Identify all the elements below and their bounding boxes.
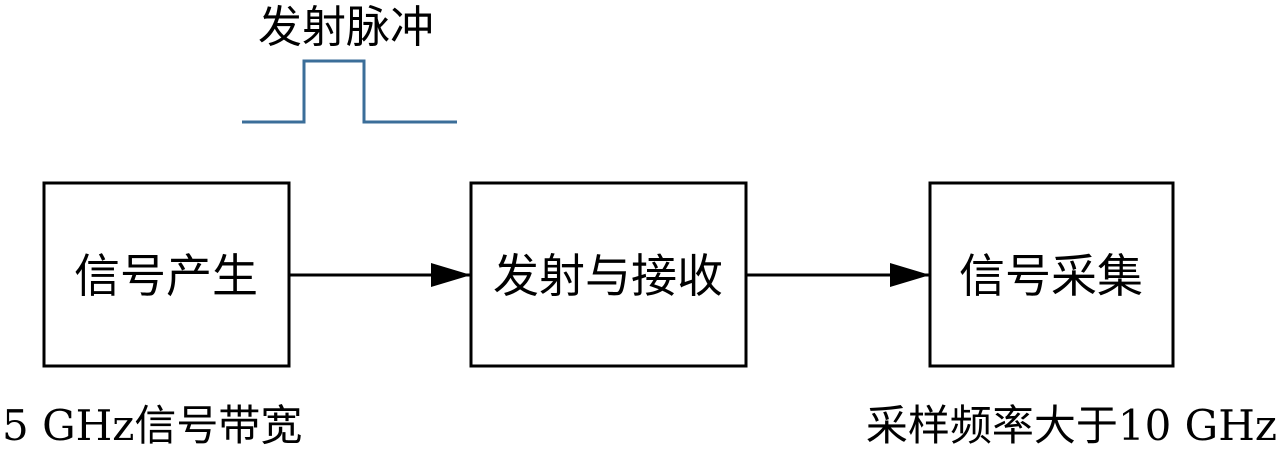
sampling-rate-note: 采样频率大于10 GHz xyxy=(866,401,1277,450)
signal-acquisition-label: 信号采集 xyxy=(959,249,1143,303)
bandwidth-note: 5 GHz信号带宽 xyxy=(2,401,302,450)
transmit-receive-label: 发射与接收 xyxy=(493,249,723,303)
signal-generation-label: 信号产生 xyxy=(74,249,258,303)
pulse-waveform xyxy=(242,59,457,124)
pulse-label: 发射脉冲 xyxy=(258,2,434,53)
